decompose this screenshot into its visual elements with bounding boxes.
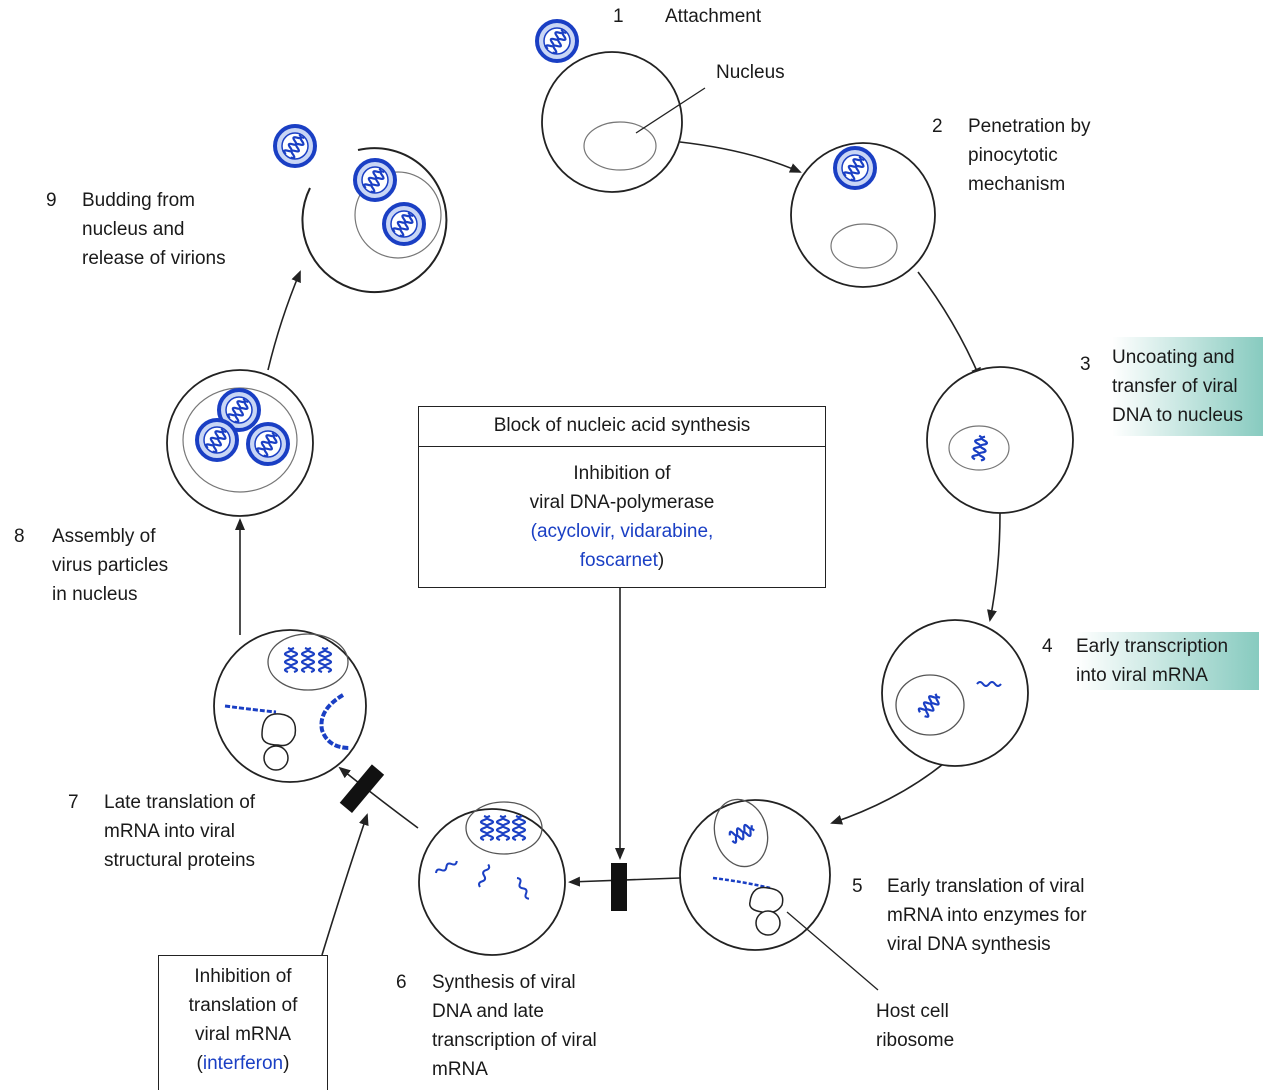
cell-4-early-transcription [881, 619, 1029, 767]
step-4-label: Early transcription into viral mRNA [1076, 632, 1259, 690]
step-1-line: Attachment [665, 6, 762, 27]
step-1-number: 1 [613, 6, 624, 27]
step-6-label: Synthesis of viral DNA and late transcri… [432, 968, 597, 1084]
step-2-line: mechanism [968, 174, 1066, 195]
step-2-line: pinocytotic [968, 145, 1058, 166]
step-9-line: Budding from [82, 190, 196, 211]
close-paren: ) [283, 1053, 290, 1074]
nucleus-callout: Nucleus [716, 62, 785, 83]
arrow-1-to-2 [679, 141, 802, 173]
cell-1-attachment [537, 21, 706, 193]
arrow-3-to-4 [987, 512, 1001, 622]
left-box-line: viral mRNA [194, 1024, 292, 1045]
step-1-label: Attachment [665, 2, 761, 31]
ribosome-line: ribosome [876, 1030, 955, 1051]
step-7-line: structural proteins [104, 850, 256, 871]
step-7-label: Late translation of mRNA into viral stru… [104, 788, 255, 875]
left-box-line: translation of [188, 995, 298, 1016]
step-4-number: 4 [1042, 636, 1053, 657]
step-7-number: 7 [68, 792, 79, 813]
step-6-line: transcription of viral [432, 1030, 597, 1051]
step-9-number: 9 [46, 190, 57, 211]
step-8-number: 8 [14, 526, 25, 547]
step-6-line: mRNA [432, 1059, 488, 1080]
cell-3-uncoating [926, 366, 1074, 514]
close-paren: ) [657, 550, 665, 571]
step-4-line: Early transcription [1076, 636, 1229, 657]
step-3-line: Uncoating and [1112, 347, 1235, 368]
step-3-line: transfer of viral [1112, 376, 1238, 397]
arrow-8-to-9 [267, 270, 301, 371]
cell-5-early-translation [679, 798, 879, 991]
step-6-line: DNA and late [432, 1001, 544, 1022]
step-9-line: nucleus and [82, 219, 185, 240]
interferon-drug: interferon [202, 1053, 284, 1074]
center-box-drugs: (acyclovir, vidarabine, [530, 521, 714, 542]
cell-6-dna-synthesis [418, 801, 566, 956]
arrow-6-to-7 [338, 766, 419, 829]
arrow-2-to-3 [917, 271, 981, 380]
step-2-line: Penetration by [968, 116, 1091, 137]
center-box-line: viral DNA-polymerase [529, 492, 715, 513]
step-5-line: mRNA into enzymes for [887, 905, 1087, 926]
step-6-line: Synthesis of viral [432, 972, 576, 993]
ribosome-line: Host cell [876, 1001, 949, 1022]
step-7-line: mRNA into viral [104, 821, 235, 842]
left-inhibitor-arrow [321, 813, 369, 956]
step-5-number: 5 [852, 876, 863, 897]
step-3-label: Uncoating and transfer of viral DNA to n… [1112, 337, 1263, 436]
block-bar-dna-polymerase [611, 863, 627, 911]
step-5-line: Early translation of viral [887, 876, 1085, 897]
step-3-number: 3 [1080, 354, 1091, 375]
step-8-line: Assembly of [52, 526, 156, 547]
step-5-label: Early translation of viral mRNA into enz… [887, 872, 1087, 959]
step-9-label: Budding from nucleus and release of viri… [82, 186, 226, 273]
foscarnet-drug: foscarnet [579, 550, 658, 571]
step-2-number: 2 [932, 116, 943, 137]
cell-2-penetration [790, 142, 936, 288]
left-box-drug-line: (interferon) [159, 1049, 327, 1078]
left-box-line: Inhibition of [194, 966, 292, 987]
translation-inhibition-box: Inhibition of translation of viral mRNA … [158, 955, 328, 1090]
ribosome-callout: Host cell ribosome [876, 997, 954, 1055]
step-3-line: DNA to nucleus [1112, 405, 1243, 426]
open-paren: ( [196, 1053, 203, 1074]
cell-9-budding [275, 126, 448, 294]
step-2-label: Penetration by pinocytotic mechanism [968, 112, 1091, 199]
nucleic-acid-block-title: Block of nucleic acid synthesis [419, 407, 825, 447]
nucleic-acid-block-body: Inhibition of viral DNA-polymerase (acyc… [419, 447, 825, 575]
step-6-number: 6 [396, 972, 407, 993]
cell-8-assembly [166, 369, 314, 517]
step-7-line: Late translation of [104, 792, 256, 813]
center-box-drugs-line2: foscarnet) [419, 546, 825, 575]
nucleic-acid-block-box: Block of nucleic acid synthesis Inhibiti… [418, 406, 826, 588]
step-8-line: in nucleus [52, 584, 138, 605]
step-9-line: release of virions [82, 248, 226, 269]
step-4-line: into viral mRNA [1076, 665, 1208, 686]
arrow-4-to-5 [830, 759, 949, 825]
step-5-line: viral DNA synthesis [887, 934, 1051, 955]
step-8-line: virus particles [52, 555, 169, 576]
center-box-line: Inhibition of [573, 463, 671, 484]
block-bar-translation [339, 764, 385, 813]
cell-7-late-translation [213, 629, 367, 783]
step-8-label: Assembly of virus particles in nucleus [52, 522, 168, 609]
